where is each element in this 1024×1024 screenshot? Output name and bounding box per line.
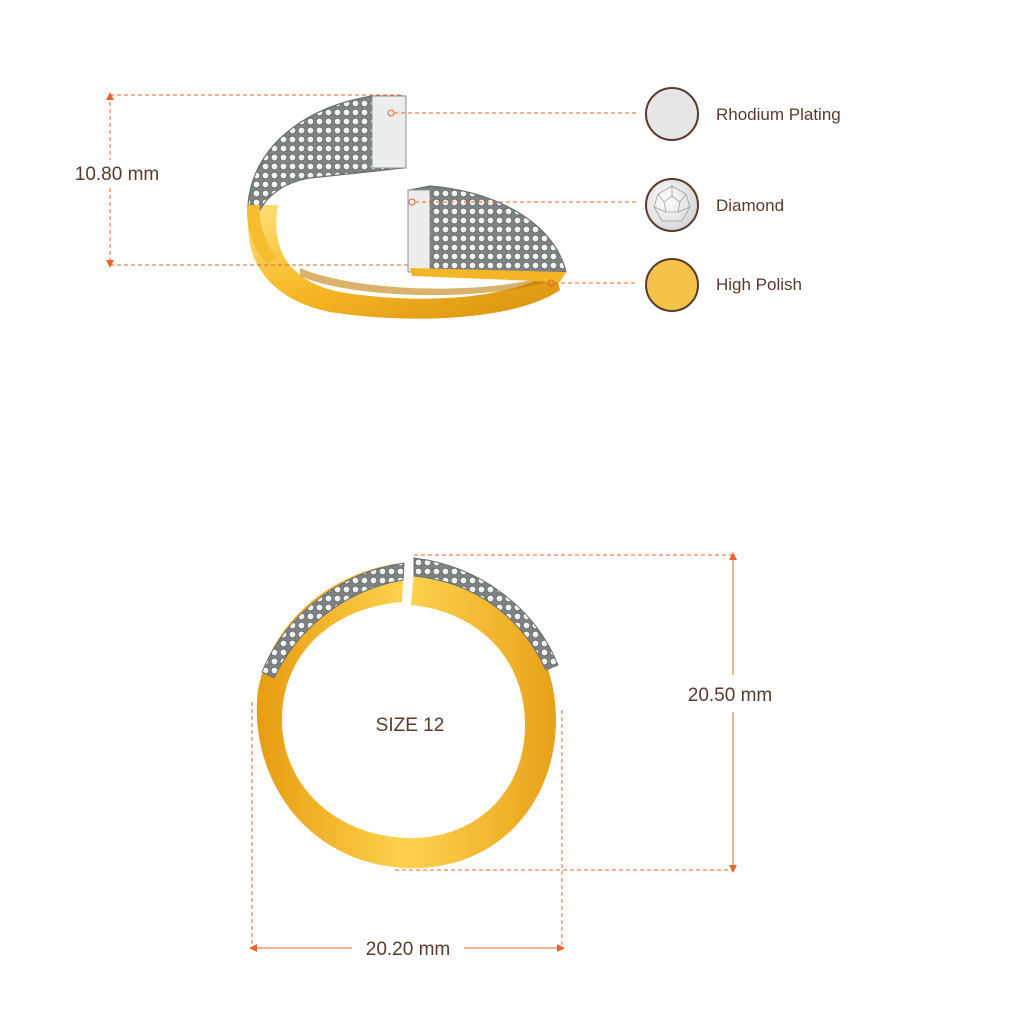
pave-strip-right xyxy=(413,557,559,671)
arrow-down-icon xyxy=(729,865,737,873)
diamond-swatch-icon xyxy=(645,178,699,232)
size-label: SIZE 12 xyxy=(376,715,445,736)
ring-width-dimension: 20.20 mm xyxy=(249,702,565,960)
arrow-up-icon xyxy=(106,92,114,100)
arrow-right-icon xyxy=(557,944,565,952)
legend-item-diamond: Diamond xyxy=(645,178,784,232)
legend-label-diamond: Diamond xyxy=(716,196,784,215)
rhodium-face-left xyxy=(371,95,407,169)
legend-item-rhodium: Rhodium Plating xyxy=(645,87,841,141)
ring-height-label: 20.50 mm xyxy=(688,685,772,706)
arrow-left-icon xyxy=(249,944,257,952)
pave-section-right xyxy=(409,185,567,273)
ring-top-view xyxy=(246,95,567,319)
arrow-down-icon xyxy=(106,260,114,268)
legend: Rhodium Plating Diamond High Polish xyxy=(645,87,841,312)
pave-strip-left xyxy=(261,562,405,679)
legend-label-high-polish: High Polish xyxy=(716,275,802,294)
arrow-up-icon xyxy=(729,552,737,560)
height-dimension: 10.80 mm xyxy=(75,92,410,268)
legend-leaders xyxy=(387,109,636,287)
ring-band-top xyxy=(248,205,561,319)
rhodium-swatch-icon xyxy=(645,87,699,141)
ring-front-view: SIZE 12 xyxy=(256,557,559,869)
ring-height-dimension: 20.50 mm xyxy=(395,552,772,873)
ring-width-label: 20.20 mm xyxy=(366,939,450,960)
ring-gold-edge-right xyxy=(410,268,566,282)
ring-band-inner xyxy=(300,268,545,296)
ring-gold-edge-left xyxy=(246,205,276,264)
height-label: 10.80 mm xyxy=(75,164,159,185)
gold-swatch-icon xyxy=(645,258,699,312)
legend-item-high-polish: High Polish xyxy=(645,258,802,312)
legend-label-rhodium: Rhodium Plating xyxy=(716,105,841,124)
diamond-facets-icon xyxy=(653,185,691,222)
